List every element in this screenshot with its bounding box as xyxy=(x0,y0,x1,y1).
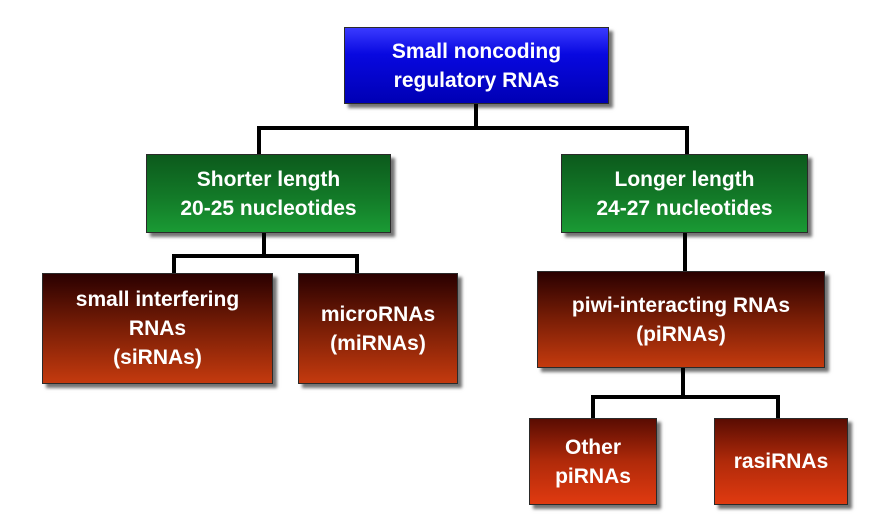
root-node-line-2: regulatory RNAs xyxy=(393,68,560,92)
pirna-node-line-2: (piRNAs) xyxy=(636,322,726,346)
shorter-node-line-1: Shorter length xyxy=(196,167,341,191)
node-rasirnas: rasiRNAs xyxy=(714,418,848,505)
root-node-line-1: Small noncoding xyxy=(391,39,562,63)
node-longer-length: Longer length 24-27 nucleotides xyxy=(561,154,808,233)
node-other-pirnas: Other piRNAs xyxy=(529,418,657,505)
other-pirna-node-line-2: piRNAs xyxy=(555,464,631,488)
sirna-node-line-3: (siRNAs) xyxy=(113,346,202,369)
node-pirnas: piwi-interacting RNAs (piRNAs) xyxy=(537,271,825,368)
other-pirna-node-line-1: Other xyxy=(564,435,621,459)
mirna-node-line-1: microRNAs xyxy=(320,302,436,326)
root-node-small-noncoding-regulatory-rnas: Small noncoding regulatory RNAs xyxy=(344,27,609,104)
pirna-to-children-connector xyxy=(591,366,780,420)
longer-node-line-2: 24-27 nucleotides xyxy=(596,196,773,220)
shorter-node-line-2: 20-25 nucleotides xyxy=(180,196,357,220)
root-to-level2-connector xyxy=(257,101,689,156)
longer-node-line-1: Longer length xyxy=(614,167,755,191)
node-shorter-length: Shorter length 20-25 nucleotides xyxy=(146,154,391,233)
sirna-node-line-2: RNAs xyxy=(128,317,187,340)
shorter-to-children-connector xyxy=(172,231,359,275)
sirna-node-line-1: small interfering xyxy=(75,288,240,311)
pirna-node-line-1: piwi-interacting RNAs xyxy=(571,293,791,317)
mirna-node-line-2: (miRNAs) xyxy=(330,331,426,355)
node-sirnas: small interfering RNAs (siRNAs) xyxy=(42,273,273,384)
node-mirnas: microRNAs (miRNAs) xyxy=(298,273,458,384)
rasirna-node-line-1: rasiRNAs xyxy=(733,450,829,473)
